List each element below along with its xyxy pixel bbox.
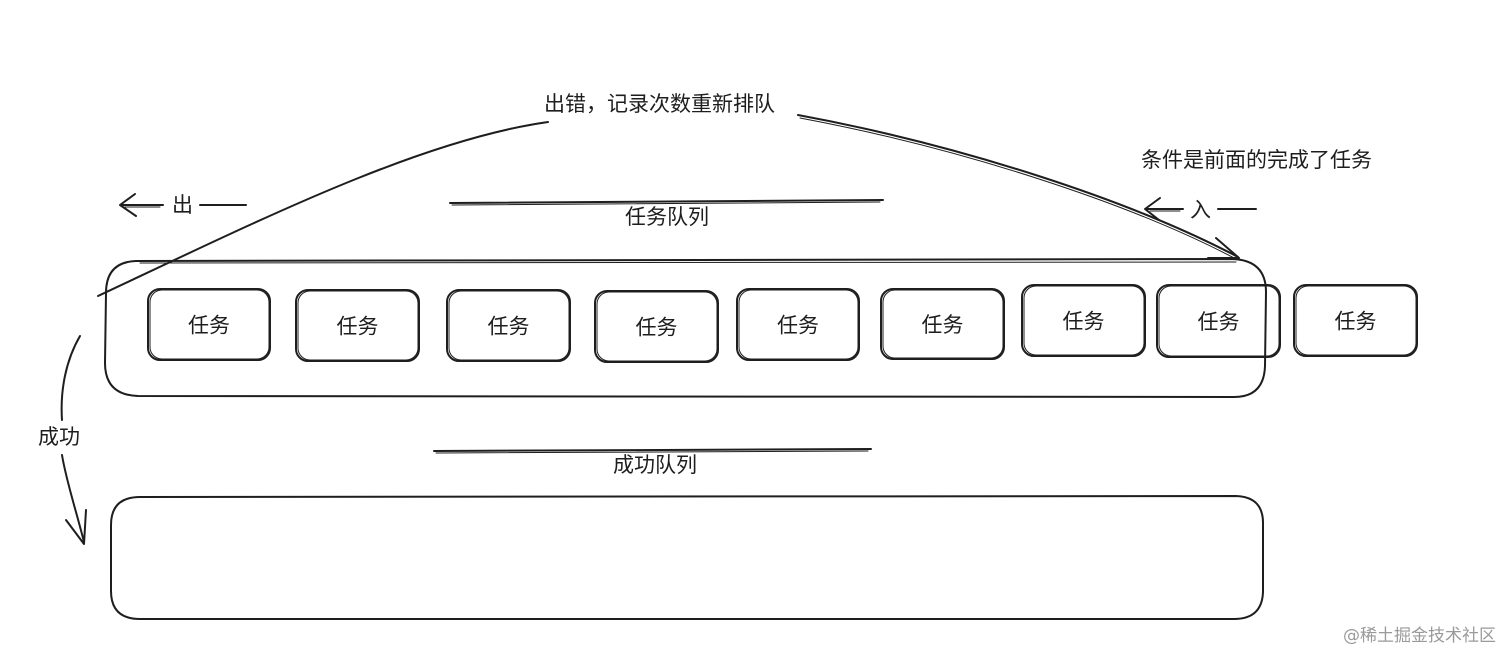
success-label: 成功 (38, 425, 80, 449)
task-label: 任务 (777, 314, 819, 338)
task-box: 任务 (1156, 284, 1281, 358)
success-queue-underline (433, 448, 872, 452)
task-label: 任务 (337, 315, 379, 339)
task-box: 任务 (147, 288, 271, 361)
task-box: 任务 (736, 288, 860, 361)
task-label: 任务 (1198, 310, 1240, 334)
success-curve-top (60, 335, 81, 421)
success-queue-label: 成功队列 (613, 453, 697, 477)
condition-label: 条件是前面的完成了任务 (1141, 148, 1372, 172)
task-box: 任务 (446, 289, 571, 362)
success-curve-bottom (61, 454, 85, 543)
in-label: 入 (1190, 198, 1211, 222)
task-label: 任务 (922, 313, 964, 337)
task-queue-label: 任务队列 (625, 205, 709, 229)
task-box: 任务 (1293, 284, 1418, 357)
task-box: 任务 (1021, 284, 1146, 357)
success-arrowhead (65, 509, 87, 545)
task-label: 任务 (1063, 310, 1105, 334)
task-box: 任务 (295, 289, 420, 362)
out-arrow (119, 193, 164, 217)
task-box: 任务 (880, 288, 1005, 360)
watermark: @稀土掘金技术社区 (1343, 626, 1496, 646)
task-queue-container (104, 258, 1267, 399)
retry-curve-right (797, 114, 1239, 258)
task-label: 任务 (636, 316, 678, 340)
success-queue-container (110, 495, 1265, 620)
out-label: 出 (172, 193, 193, 217)
retry-arrowhead (1207, 237, 1240, 259)
in-arrow (1144, 197, 1184, 221)
task-queue-underline (449, 199, 884, 204)
task-label: 任务 (488, 315, 530, 339)
task-box: 任务 (594, 290, 719, 363)
retry-curve-left (97, 121, 549, 297)
task-label: 任务 (188, 314, 230, 338)
task-label: 任务 (1335, 310, 1377, 334)
retry-label: 出错，记录次数重新排队 (544, 92, 775, 116)
